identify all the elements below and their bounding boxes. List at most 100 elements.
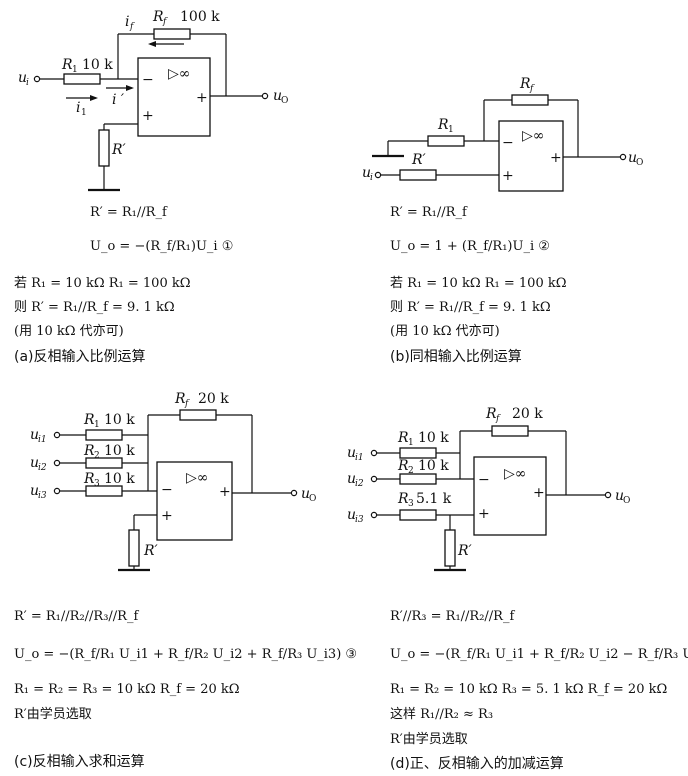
eq-a-1: R′ = R₁//R_f [90, 205, 168, 220]
label-R1-d: R [397, 430, 409, 446]
label-Rprime-b: R′ [411, 152, 427, 168]
label-ui2-c: u [30, 455, 39, 471]
label-if-a: i [125, 14, 129, 30]
output-node-a [261, 92, 269, 100]
value-R1-d: 10 k [418, 430, 449, 446]
resistor-R1-a [63, 73, 101, 85]
eq-a-4: 则 R′ = R₁//R_f = 9. 1 kΩ [14, 300, 175, 315]
resistor-R1-b [427, 135, 465, 147]
svg-text:i1: i1 [38, 435, 47, 445]
caption-c: (c)反相输入求和运算 [14, 754, 145, 770]
svg-text:i3: i3 [355, 515, 364, 525]
label-ui1-d: u [347, 445, 356, 461]
caption-d: (d)正、反相输入的加减运算 [390, 756, 564, 772]
resistor-Rf-c [179, 409, 217, 421]
input-node-b [374, 171, 382, 179]
label-uo-a: u [273, 88, 282, 104]
panel-c-equations: R′ = R₁//R₂//R₃//R_f U_o = −(R_f/R₁ U_i1… [14, 609, 357, 770]
svg-text:O: O [623, 496, 630, 506]
label-Rf-d: R [485, 406, 497, 422]
svg-text:f: f [529, 84, 535, 94]
output-node-c [290, 489, 298, 497]
eq-c-1: R′ = R₁//R₂//R₃//R_f [14, 609, 139, 624]
label-R3-c: R [83, 471, 95, 487]
svg-text:i2: i2 [355, 479, 364, 489]
label-ui2-d: u [347, 471, 356, 487]
minus-terminal-d: − [478, 472, 490, 488]
label-Rf-b: R [519, 76, 531, 92]
plus-terminal-a: + [142, 108, 154, 124]
eq-d-5: R′由学员选取 [390, 731, 468, 747]
out-terminal-d: + [533, 485, 545, 501]
resistor-Rf-d [491, 425, 529, 437]
input-node-c-1 [53, 431, 61, 439]
resistor-R1-c [85, 429, 123, 441]
label-R1-a: R [61, 57, 73, 73]
input-node-c-3 [53, 487, 61, 495]
svg-text:i2: i2 [38, 463, 47, 473]
caption-b: (b)同相输入比例运算 [390, 349, 522, 365]
svg-text:i: i [26, 78, 29, 88]
out-terminal-b: + [550, 150, 562, 166]
svg-text:O: O [636, 158, 643, 168]
eq-d-4: 这样 R₁//R₂ ≈ R₃ [390, 706, 493, 722]
resistor-R3-d [399, 509, 437, 521]
svg-text:O: O [309, 494, 316, 504]
value-R1-a: 10 k [82, 57, 113, 73]
label-R3-d: R [397, 491, 409, 507]
value-Rf-d: 20 k [512, 406, 543, 422]
op-amp-symbol-d: ▷∞ [504, 466, 526, 482]
eq-c-2: U_o = −(R_f/R₁ U_i1 + R_f/R₂ U_i2 + R_f/… [14, 647, 357, 662]
eq-d-2: U_o = −(R_f/R₁ U_i1 + R_f/R₂ U_i2 − R_f/… [390, 647, 688, 662]
minus-terminal-c: − [161, 482, 173, 498]
label-Rprime-c: R′ [143, 543, 159, 559]
panel-a-equations: R′ = R₁//R_f U_o = −(R_f/R₁)U_i ① 若 R₁ =… [14, 205, 233, 365]
value-R1-c: 10 k [104, 412, 135, 428]
eq-b-5: (用 10 kΩ 代亦可) [390, 323, 500, 339]
resistor-Rf-a [153, 28, 191, 40]
input-node-d-1 [370, 449, 378, 457]
panel-b-circuit: ▷∞ − + + R f R 1 R′ u i u O [362, 76, 643, 192]
label-Rf-c: R [174, 391, 186, 407]
eq-b-2: U_o = 1 + (R_f/R₁)U_i ② [390, 239, 550, 254]
minus-terminal-b: − [502, 135, 514, 151]
resistor-R1-d [399, 447, 437, 459]
panel-b-equations: R′ = R₁//R_f U_o = 1 + (R_f/R₁)U_i ② 若 R… [390, 205, 567, 365]
input-node-c-2 [53, 459, 61, 467]
svg-text:f: f [162, 17, 168, 27]
op-amp-symbol-c: ▷∞ [186, 470, 208, 486]
label-iprime-a: i ′ [112, 92, 125, 108]
svg-text:2: 2 [94, 451, 100, 461]
svg-text:1: 1 [72, 65, 78, 75]
label-ui-b: u [362, 165, 371, 181]
svg-text:f: f [495, 414, 501, 424]
resistor-R3-c [85, 485, 123, 497]
out-terminal-a: + [196, 90, 208, 106]
op-amp-c [156, 461, 233, 541]
label-R2-d: R [397, 458, 409, 474]
svg-text:1: 1 [81, 108, 87, 118]
eq-c-4: R′由学员选取 [14, 706, 92, 722]
op-amp-a [137, 57, 211, 137]
svg-text:3: 3 [408, 499, 414, 509]
eq-a-3: 若 R₁ = 10 kΩ R₁ = 100 kΩ [14, 275, 191, 291]
svg-text:i3: i3 [38, 491, 47, 501]
caption-a: (a)反相输入比例运算 [14, 349, 146, 365]
op-amp-b [498, 120, 564, 192]
resistor-R2-d [399, 473, 437, 485]
svg-text:i1: i1 [355, 453, 364, 463]
value-Rf-c: 20 k [198, 391, 229, 407]
label-i1-a: i [76, 100, 80, 116]
svg-text:O: O [281, 96, 288, 106]
label-Rprime-d: R′ [457, 543, 473, 559]
plus-terminal-b: + [502, 168, 514, 184]
label-R2-c: R [83, 443, 95, 459]
eq-b-4: 则 R′ = R₁//R_f = 9. 1 kΩ [390, 300, 551, 315]
eq-a-5: (用 10 kΩ 代亦可) [14, 323, 124, 339]
svg-text:i: i [370, 173, 373, 183]
value-R3-c: 10 k [104, 471, 135, 487]
plus-terminal-d: + [478, 506, 490, 522]
label-uo-d: u [615, 488, 624, 504]
